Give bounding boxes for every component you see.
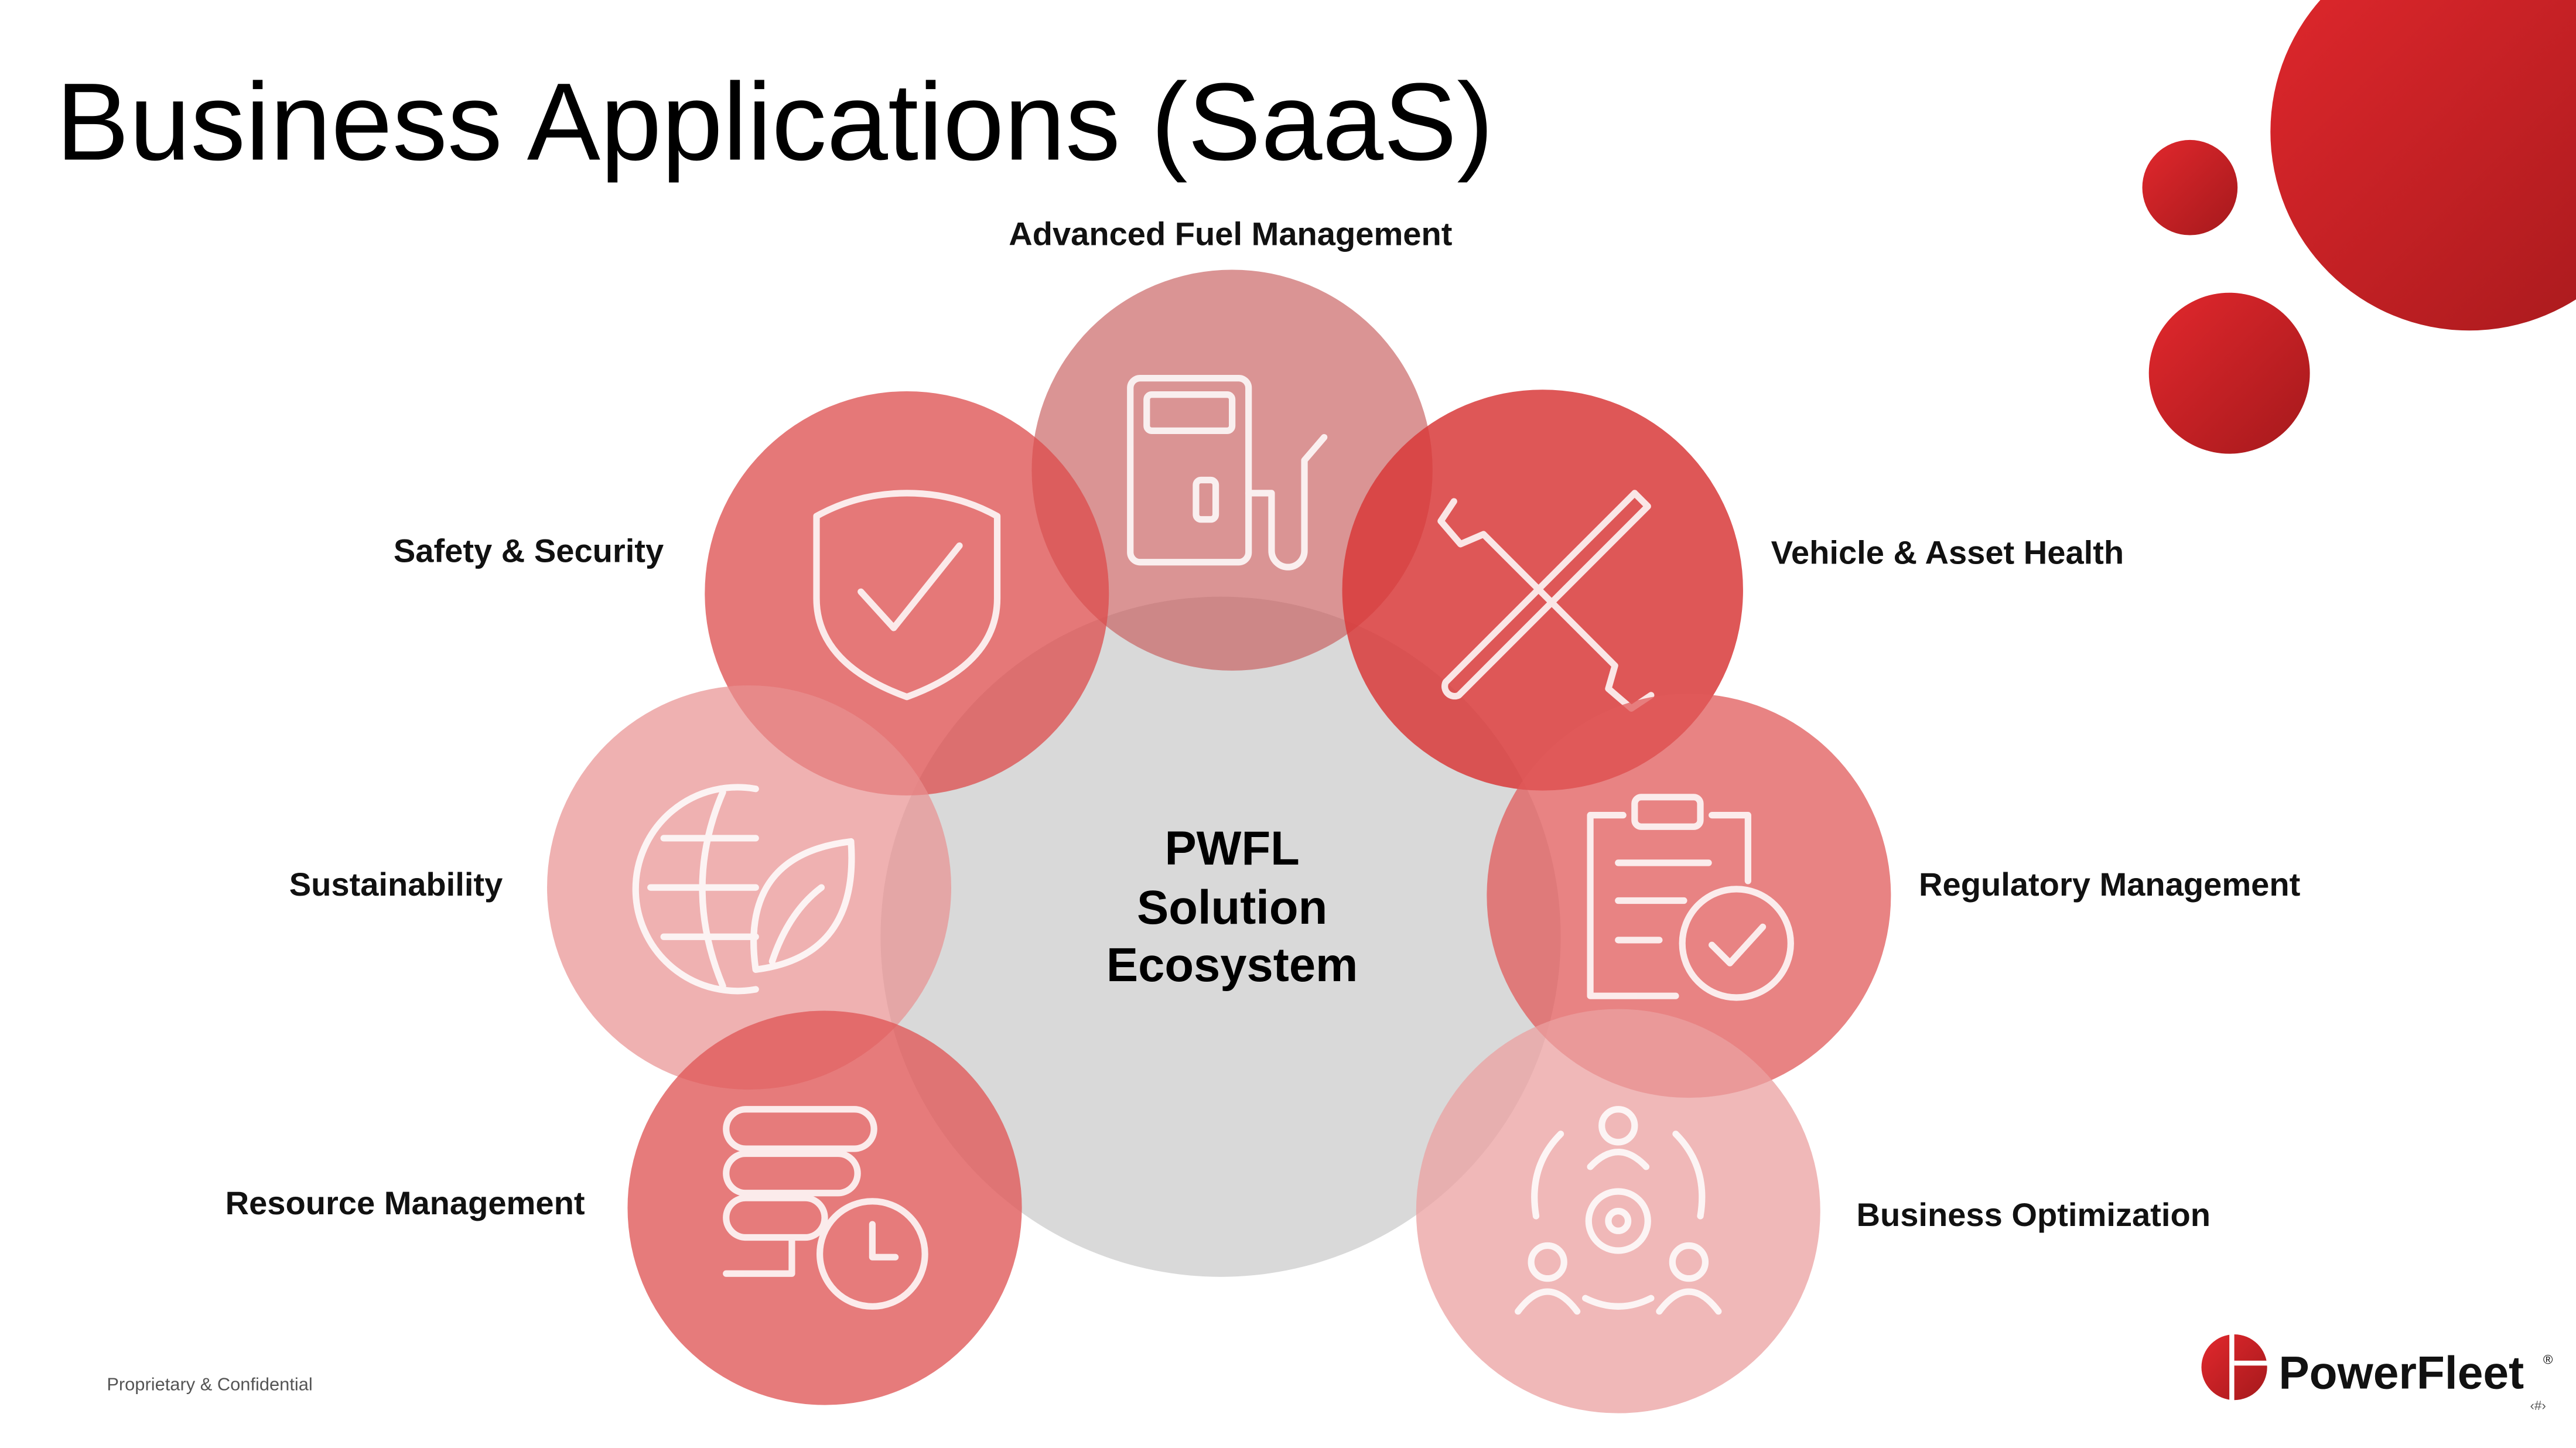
decor-circle-large [2270,0,2576,331]
center-line-3: Ecosystem [1106,938,1358,992]
clipboard-check-icon [1587,794,1794,1001]
label-sustainability[interactable]: Sustainability [289,866,503,903]
page-title: Business Applications (SaaS) [56,60,1494,183]
logo-text: PowerFleet [2278,1347,2524,1399]
confidential-notice: Proprietary & Confidential [107,1374,312,1394]
label-safety[interactable]: Safety & Security [394,532,664,569]
label-regulatory[interactable]: Regulatory Management [1919,866,2300,903]
label-resource[interactable]: Resource Management [226,1184,585,1221]
label-business-optimization[interactable]: Business Optimization [1856,1196,2210,1233]
app-circle-business-optimization[interactable] [1416,1009,1820,1413]
server-clock-icon [723,1106,928,1310]
center-line-1: PWFL [1164,822,1299,875]
app-circle-regulatory[interactable] [1487,694,1891,1098]
decor-circle-small [2142,139,2238,235]
app-circle-resource[interactable] [627,1010,1022,1405]
app-circle-fuel[interactable] [1031,269,1433,671]
decor-circle-medium [2148,292,2310,454]
globe-leaf-icon [632,784,855,995]
app-circle-sustainability[interactable] [547,685,952,1090]
fuel-pump-icon [1127,374,1328,571]
center-label: PWFL Solution Ecosystem [1106,822,1358,992]
slide-number: ‹#› [2530,1398,2546,1413]
powerfleet-logo: PowerFleet ® [2201,1333,2553,1402]
shield-check-icon [813,490,1001,701]
people-gear-icon [1515,1106,1722,1315]
label-vehicle[interactable]: Vehicle & Asset Health [1771,534,2124,571]
label-fuel[interactable]: Advanced Fuel Management [1009,215,1452,252]
center-line-2: Solution [1137,881,1327,934]
ecosystem-center-circle [880,596,1561,1277]
logo-registered: ® [2543,1352,2553,1367]
